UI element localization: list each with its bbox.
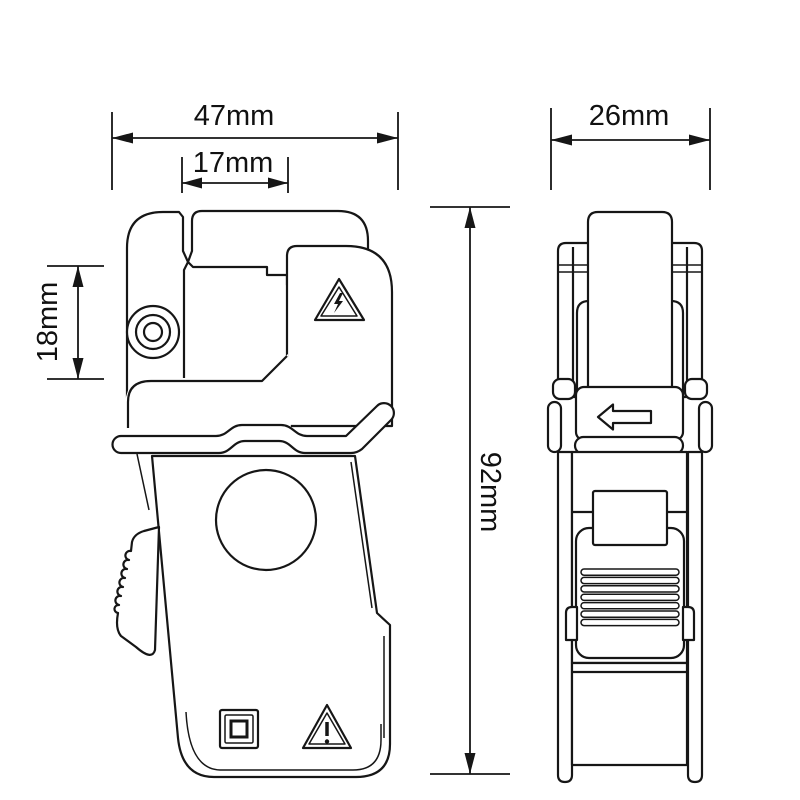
- collar-band: [111, 402, 395, 455]
- jaw-left-arm: [125, 210, 190, 400]
- probe-handle-housing: [150, 454, 392, 779]
- dimension-label-47mm: 47mm: [194, 100, 275, 132]
- side-ear-left: [546, 400, 563, 454]
- caution-warning-triangle-icon: [301, 703, 353, 750]
- dimension-label-17mm: 17mm: [193, 147, 274, 179]
- side-grip-panel: [574, 526, 686, 660]
- side-grip-ridges: [580, 568, 680, 627]
- extension-lines: [181, 157, 289, 193]
- dimension-jaw-window-height: 18mm: [32, 265, 104, 380]
- side-ear-right: [697, 400, 714, 454]
- extension-lines: [111, 112, 399, 190]
- pivot-inner-circle: [142, 321, 164, 343]
- arrowhead-top: [72, 266, 84, 287]
- housing-seam-left: [136, 453, 150, 511]
- double-insulation-icon: [218, 708, 260, 750]
- arrowhead-left: [182, 177, 202, 189]
- probe-body-upper: [261, 244, 394, 428]
- arrowhead-bottom: [464, 753, 476, 774]
- arrowhead-left: [112, 132, 133, 144]
- dimension-label-18mm: 18mm: [32, 282, 64, 363]
- side-shoulder-right: [683, 377, 709, 401]
- side-slide-button: [591, 489, 669, 547]
- dimension-side-overall-width: 26mm: [550, 100, 711, 190]
- dimension-overall-height: 92mm: [430, 206, 510, 775]
- extension-lines: [47, 265, 104, 380]
- arrowhead-right: [377, 132, 398, 144]
- high-voltage-warning-triangle-icon: [313, 277, 366, 322]
- side-rail-clip-left: [564, 605, 579, 642]
- direction-arrow-icon: [596, 403, 653, 431]
- sensor-window-circle: [214, 468, 318, 572]
- dimension-label-26mm: 26mm: [589, 100, 670, 132]
- side-flange-lines-left: [558, 264, 588, 273]
- housing-seam-right: [350, 461, 373, 609]
- arrowhead-right: [689, 134, 710, 146]
- arrowhead-left: [551, 134, 572, 146]
- arrowhead-bottom: [72, 358, 84, 379]
- body-join-cover: [125, 354, 291, 430]
- dimension-label-92mm: 92mm: [474, 452, 506, 533]
- housing-inner-bottom-line: [185, 711, 382, 771]
- arrowhead-top: [464, 207, 476, 228]
- dimension-front-overall-width: 47mm: [111, 100, 399, 190]
- jaw-pivot: [125, 304, 181, 360]
- trigger-lever: [113, 525, 161, 656]
- front-view: [111, 209, 395, 779]
- side-rail-clip-right: [681, 605, 696, 642]
- side-shoulder-left: [551, 377, 577, 401]
- arrowhead-right: [268, 177, 288, 189]
- side-lower-block: [570, 661, 689, 767]
- dimension-jaw-opening-width: 17mm: [181, 147, 289, 193]
- side-jaw-tongue: [586, 210, 674, 400]
- side-view: [546, 210, 714, 784]
- side-flange-lines-right: [672, 264, 702, 273]
- extension-lines: [550, 108, 711, 190]
- jaw-window-bottom-edge: [126, 355, 288, 428]
